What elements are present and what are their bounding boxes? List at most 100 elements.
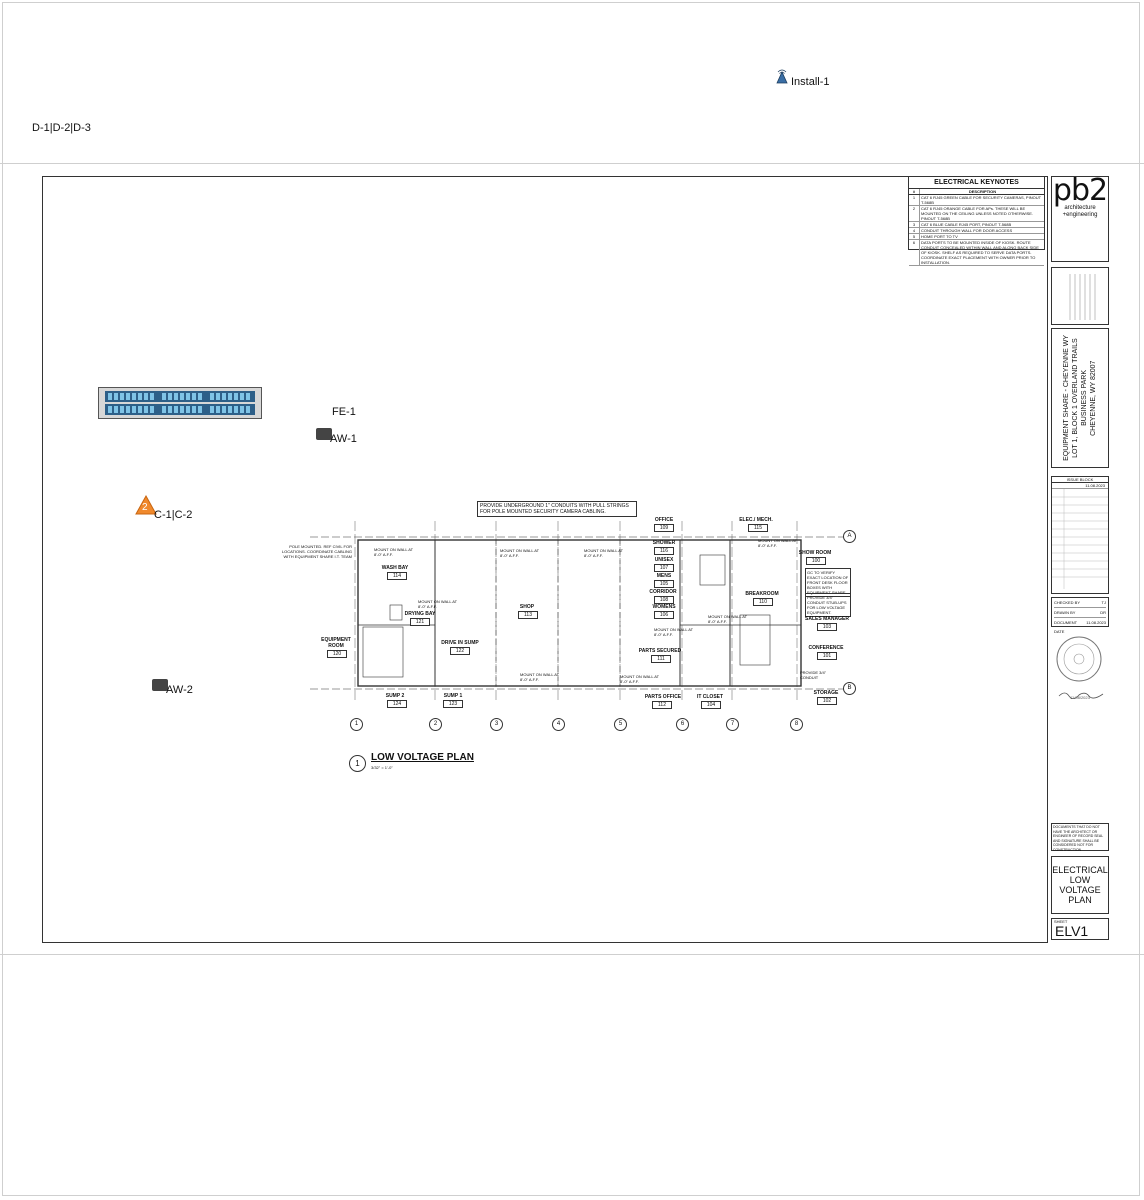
view-number-bubble: 1 [349,755,366,772]
mount-note-3: MOUNT ON WALL AT 8'-0" A.F.F. [584,548,624,558]
sheet-number: ELV1 [1055,923,1089,939]
grid-bubble-row: B [843,682,856,695]
switch-aw2-icon[interactable] [152,679,168,691]
gc-note: GC TO VERIFY EXACT LOCATION OF FRONT DES… [805,568,851,597]
room-label: DRIVE IN SUMP [441,640,479,646]
room-label: PARTS OFFICE [644,694,682,700]
doc-date-label: DOCUMENT DATE [1054,620,1078,634]
room-label: SHOW ROOM [798,550,832,556]
grid-bubble-row: A [843,530,856,543]
checked-by: TJ [1101,600,1106,605]
marker-fe[interactable]: FE-1 [332,406,356,418]
room-label: WOMENS [652,604,676,610]
provide-conduit-note: PROVIDE 3/4" CONDUIT [800,670,827,680]
room-label: SHOWER [652,540,676,546]
room-number: 113 [518,611,538,619]
marker-install[interactable]: Install-1 [791,76,830,88]
keynote-desc: CONDUIT THROUGH WALL FOR DOOR ACCESS [921,228,1013,233]
room-number: 115 [748,524,768,532]
mount-note-4: MOUNT ON WALL AT 8'-0" A.F.F. [758,538,798,548]
sheet-title: ELECTRICAL LOW VOLTAGE PLAN [1051,856,1109,914]
room-label: SUMP 2 [385,693,405,699]
room-number: 112 [652,701,672,709]
mount-note-5: MOUNT ON WALL AT 8'-0" A.F.F. [418,599,458,609]
issue-block: ISSUE BLOCK 11.08.2023 [1051,476,1109,594]
grid-bubble-col: 6 [676,718,689,731]
keynotes-col-desc: DESCRIPTION [968,189,997,194]
room-number: 120 [327,650,347,658]
firm-logo: pb2 [1052,173,1108,208]
plan-title: LOW VOLTAGE PLAN [371,752,474,763]
keynote-desc: HOME PORT TO TV [921,234,958,239]
room-number: 121 [410,618,430,626]
project-line4: CHEYENNE, WY 82007 [1090,360,1097,436]
keynote-desc: CAT 6 RJ45 GREEN CABLE FOR SECURITY CAME… [921,195,1041,205]
mount-note-9: MOUNT ON WALL AT 8'-0" A.F.F. [620,674,660,684]
switch-aw1-icon[interactable] [316,428,332,440]
mount-note-6: MOUNT ON WALL AT 8'-0" A.F.F. [654,627,694,637]
keynote-num: 4 [909,228,920,233]
firm-logo-sub2: +engineering [1062,212,1098,218]
room-number: 102 [817,697,837,705]
room-number: 111 [651,655,671,663]
room-number: 103 [817,623,837,631]
keynote-desc: CAT 6 BLUE CABLE RJ45 PORT, PINOUT T-568… [921,222,1012,227]
grid-bubble-col: 3 [490,718,503,731]
project-line2: LOT 1, BLOCK 1 OVERLAND TRAILS [1072,338,1079,458]
wifi-install-icon[interactable] [774,68,790,84]
marker-d-group[interactable]: D-1|D-2|D-3 [32,122,91,134]
c-badge-number: 2 [142,502,148,513]
firm-logo-box: pb2 architecture +engineering [1051,176,1109,262]
sheet-label: SHEET [1054,919,1068,924]
grid-bubble-col: 1 [350,718,363,731]
mount-note-2: MOUNT ON WALL AT 8'-0" A.F.F. [500,548,540,558]
room-label: STORAGE [813,690,839,696]
room-label: UNISEX [654,557,674,563]
patch-panel-icon[interactable] [98,387,262,419]
signature-icon [1057,686,1105,700]
grid-bubble-col: 2 [429,718,442,731]
room-number: 104 [701,701,721,709]
title-block: pb2 architecture +engineering EQUIPMENT … [1051,176,1109,941]
marker-c-group[interactable]: C-1|C-2 [154,509,193,521]
project-box: EQUIPMENT SHARE - CHEYENNE WY LOT 1, BLO… [1051,328,1109,468]
grid-bubble-col: 4 [552,718,565,731]
grid-bubble-col: 5 [614,718,627,731]
room-number: 100 [806,557,826,565]
drawing-sheet [42,176,1048,943]
disclaimer: DOCUMENTS THAT DO NOT HAVE THE ARCHITECT… [1051,823,1109,852]
conduit-note: PROVIDE UNDERGROUND 1" CONDUITS WITH PUL… [477,501,637,517]
mount-note-8: MOUNT ON WALL AT 8'-0" A.F.F. [520,672,560,682]
keynote-num: 2 [909,206,920,221]
band-divider-bottom [0,954,1144,955]
issue-date: 11.08.2023 [1052,483,1108,489]
room-number: 110 [753,598,773,606]
room-number: 108 [654,596,674,604]
mount-note-1: MOUNT ON WALL AT 8'-0" A.F.F. [374,547,414,557]
room-label: SHOP [519,604,535,610]
drawn-by: DR [1100,610,1106,615]
keynotes-col-num: # [909,189,920,194]
drawn-by-label: DRAWN BY [1054,610,1076,615]
marker-aw2[interactable]: AW-2 [166,684,193,696]
project-name: EQUIPMENT SHARE - CHEYENNE WY [1063,335,1070,461]
engineer-seal-icon [1054,634,1104,684]
room-label: BREAKROOM [745,591,779,597]
marker-aw1[interactable]: AW-1 [330,433,357,445]
checked-by-label: CHECKED BY [1054,600,1081,605]
keynote-desc: CAT 6 RJ45 ORANGE CABLE FOR APs. THESE W… [921,206,1034,221]
room-label: DRYING BAY [404,611,436,617]
room-number: 124 [387,700,407,708]
room-number: 106 [654,611,674,619]
room-label: EQUIPMENT ROOM [321,637,351,649]
band-divider-top [0,163,1144,164]
keynote-num: 5 [909,234,920,239]
room-number: 105 [654,580,674,588]
warning-triangle-icon[interactable] [135,494,157,515]
